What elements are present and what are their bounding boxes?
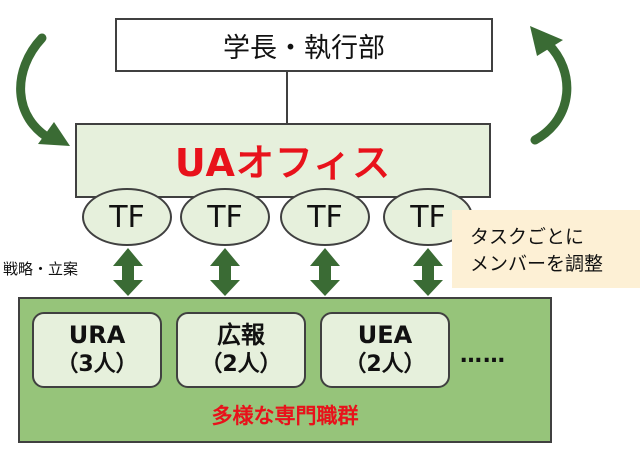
specialists-label: 多様な専門職群 — [211, 404, 359, 428]
task-note-line-2: メンバーを調整 — [470, 253, 604, 275]
group-name: URA — [68, 321, 126, 349]
strategy-label: 戦略・立案 — [3, 260, 79, 278]
group-count: （2人） — [200, 352, 282, 377]
double-arrow-icon — [210, 248, 240, 296]
tf-unit-2: TF — [180, 188, 270, 246]
ua-office-title: UAオフィス — [174, 141, 392, 185]
curved-arrow-right-icon — [530, 26, 572, 145]
task-note-line-1: タスクごとに — [470, 226, 585, 248]
group-count: （2人） — [344, 352, 426, 377]
double-arrow-icon — [310, 248, 340, 296]
tf-label: TF — [307, 199, 343, 235]
group-pr: 広報 （2人） — [176, 312, 306, 388]
task-note: タスクごとに メンバーを調整 — [452, 210, 640, 288]
group-count: （3人） — [56, 352, 138, 377]
president-executive-box: 学長・執行部 — [115, 18, 493, 72]
double-arrow-icon — [413, 248, 443, 296]
tf-label: TF — [109, 199, 145, 235]
president-executive-label: 学長・執行部 — [223, 32, 385, 64]
tf-unit-1: TF — [82, 188, 172, 246]
tf-label: TF — [207, 199, 243, 235]
ua-office-box — [75, 123, 491, 198]
group-uea: UEA （2人） — [320, 312, 450, 388]
tf-unit-3: TF — [280, 188, 370, 246]
more-groups-ellipsis: …… — [460, 343, 506, 368]
curved-arrow-left-icon — [16, 33, 70, 146]
group-name: UEA — [357, 321, 413, 349]
group-name: 広報 — [217, 321, 265, 349]
double-arrow-icon — [113, 248, 143, 296]
tf-label: TF — [410, 199, 446, 235]
group-ura: URA （3人） — [32, 312, 162, 388]
